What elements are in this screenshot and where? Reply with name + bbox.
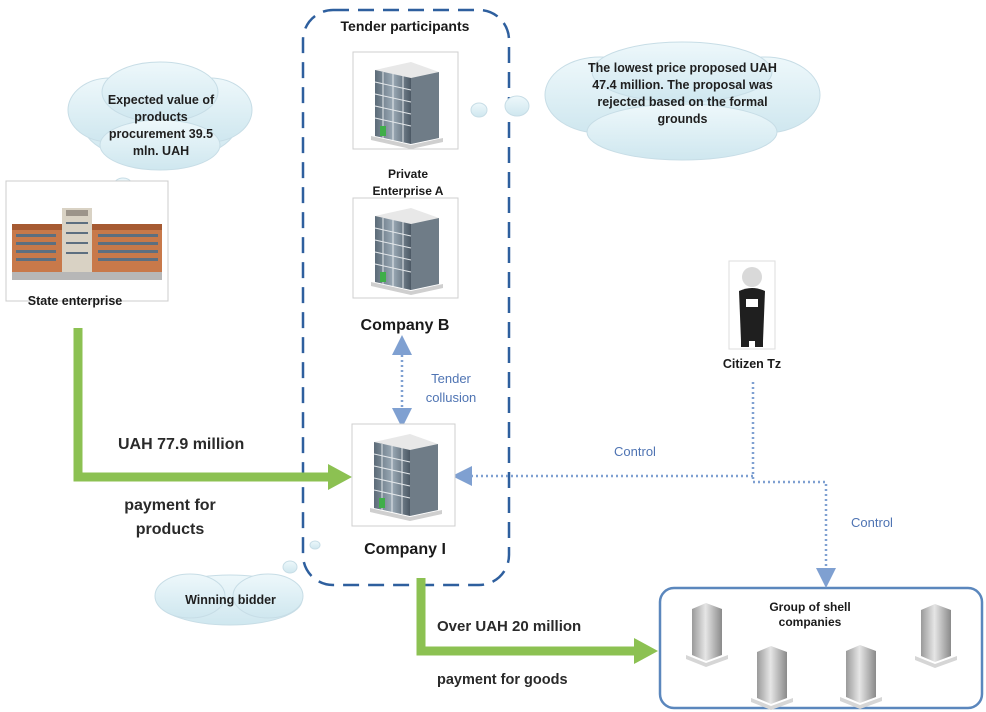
building-image-a: [352, 51, 459, 150]
building-image-i: [351, 423, 456, 527]
control-label-1: Control: [614, 444, 656, 459]
cloud-lowest: [544, 41, 821, 161]
cloud-expected: [67, 61, 253, 171]
cloud-winning: [154, 573, 304, 626]
citizen-label: Citizen Tz: [722, 357, 782, 371]
shell-tower-4: [915, 604, 957, 668]
over-amount-label: Over UAH 20 million: [437, 618, 582, 635]
citizen-figure-image: [728, 260, 776, 350]
tender-collusion-label: Tender collusion: [425, 371, 477, 405]
goods-desc-label: payment for goods: [437, 672, 568, 688]
private-enterprise-a-label: Private Enterprise A: [372, 167, 444, 198]
shell-tower-1: [686, 603, 728, 667]
payment-desc-label: payment for products: [124, 497, 216, 538]
payment-amount-label: UAH 77.9 million: [118, 436, 245, 453]
shell-tower-3: [840, 645, 882, 709]
tender-box: [301, 8, 511, 587]
shell-group-box: [658, 586, 984, 710]
payment-arrow: [73, 328, 330, 482]
cloud-lowest-text: The lowest price proposed UAH 47.4 milli…: [588, 61, 777, 126]
company-i-label: Company I: [364, 541, 446, 558]
control-line: [751, 382, 836, 588]
goods-arrowhead: [634, 638, 658, 664]
company-b-label: Company B: [360, 317, 450, 334]
control-label-2: Control: [851, 515, 893, 530]
payment-arrowhead: [328, 464, 352, 490]
state-enterprise-label: State enterprise: [27, 294, 123, 308]
shell-tower-2: [751, 646, 793, 710]
shell-group-label: Group of shell companies: [769, 600, 851, 629]
state-enterprise-image: [5, 180, 169, 302]
cloud-expected-text: Expected value of products procurement 3…: [107, 93, 215, 158]
building-image-b: [352, 197, 459, 299]
cloud-winning-text: Winning bidder: [185, 593, 276, 607]
tender-box-title: Tender participants: [340, 18, 470, 34]
